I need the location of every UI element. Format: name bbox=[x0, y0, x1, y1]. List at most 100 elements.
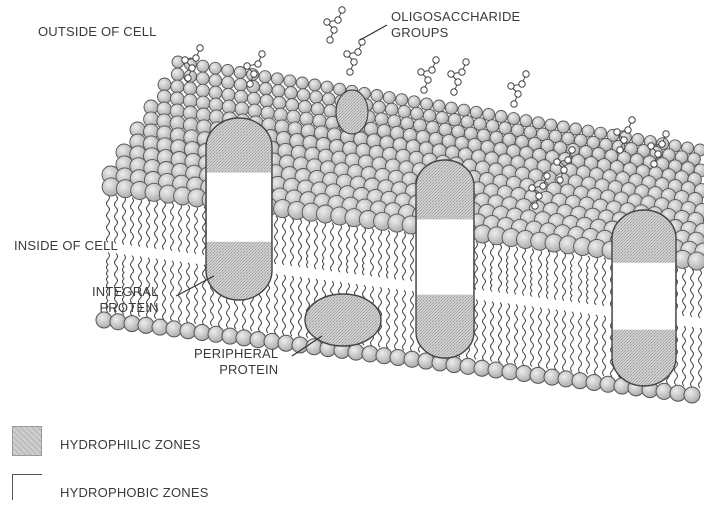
sugar-ring bbox=[347, 69, 353, 75]
lipid-head bbox=[530, 367, 546, 383]
sugar-ring bbox=[540, 183, 546, 189]
lipid-head bbox=[166, 321, 182, 337]
lipid-head bbox=[483, 108, 495, 120]
lipid-head bbox=[138, 317, 154, 333]
peripheral-protein-label: PERIPHERAL PROTEIN bbox=[194, 346, 278, 378]
lipid-head bbox=[516, 366, 532, 382]
lipid-head bbox=[286, 99, 299, 112]
lipid-tail bbox=[411, 291, 414, 351]
lipid-head bbox=[413, 119, 426, 132]
sugar-ring bbox=[565, 157, 571, 163]
lipid-tail bbox=[603, 316, 606, 376]
oligosaccharide-chain bbox=[324, 7, 345, 43]
sugar-ring bbox=[189, 65, 195, 71]
peripheral-protein bbox=[305, 294, 381, 346]
sugar-ring bbox=[655, 151, 661, 157]
sugar-ring bbox=[529, 185, 535, 191]
lipid-head bbox=[572, 373, 588, 389]
lipid-head bbox=[234, 78, 247, 91]
sugar-ring bbox=[421, 87, 427, 93]
integral-protein-left bbox=[206, 118, 272, 300]
lipid-head bbox=[396, 94, 408, 106]
lipid-head bbox=[375, 113, 388, 126]
lipid-tail bbox=[563, 253, 566, 301]
lipid-head bbox=[474, 360, 490, 376]
lipid-head bbox=[297, 89, 310, 102]
hydrophobic-band bbox=[417, 219, 473, 294]
lipid-tail bbox=[107, 195, 110, 243]
sugar-ring bbox=[247, 81, 253, 87]
lipid-head bbox=[362, 346, 378, 362]
lipid-head bbox=[436, 112, 449, 125]
lipid-head bbox=[495, 111, 507, 123]
lipid-tail bbox=[315, 221, 318, 269]
lipid-head bbox=[209, 86, 222, 99]
peripheral-label-line2: PROTEIN bbox=[194, 362, 278, 378]
lipid-head bbox=[411, 107, 424, 120]
oligosaccharide-chain bbox=[344, 39, 365, 75]
lipid-tail bbox=[179, 204, 182, 252]
lipid-tail bbox=[203, 207, 206, 255]
lipid-head bbox=[670, 385, 686, 401]
hydrophobic-swatch bbox=[12, 474, 42, 500]
lipid-head bbox=[311, 103, 324, 116]
lipid-head bbox=[296, 77, 308, 89]
lipid-head bbox=[390, 349, 406, 365]
lipid-head bbox=[656, 383, 672, 399]
lower-leaflet-heads bbox=[96, 312, 700, 403]
inside-of-cell-label: INSIDE OF CELL bbox=[14, 238, 118, 254]
hydrophilic-legend-label: HYDROPHILIC ZONES bbox=[60, 437, 201, 453]
sugar-ring bbox=[359, 39, 365, 45]
lipid-head bbox=[236, 330, 252, 346]
lipid-tail bbox=[579, 313, 582, 373]
lipid-head bbox=[445, 102, 457, 114]
lipid-tail bbox=[555, 310, 558, 370]
sugar-ring bbox=[455, 79, 461, 85]
lipid-head bbox=[388, 115, 401, 128]
sugar-ring bbox=[463, 59, 469, 65]
outside-of-cell-label: OUTSIDE OF CELL bbox=[38, 24, 157, 40]
lipid-head bbox=[299, 101, 312, 114]
lipid-tail bbox=[203, 265, 206, 325]
lipid-tail bbox=[475, 241, 478, 289]
lipid-tail bbox=[475, 299, 478, 359]
sugar-ring bbox=[511, 101, 517, 107]
lipid-tail bbox=[531, 249, 534, 297]
lipid-tail bbox=[691, 269, 694, 317]
lipid-head bbox=[398, 105, 411, 118]
lipid-tail bbox=[299, 219, 302, 267]
oligosaccharide-chain bbox=[508, 71, 529, 107]
lipid-tail bbox=[539, 308, 542, 368]
lipid-head bbox=[209, 62, 221, 74]
sugar-ring bbox=[244, 63, 250, 69]
sugar-ring bbox=[339, 7, 345, 13]
sugar-ring bbox=[651, 161, 657, 167]
lipid-tail bbox=[507, 304, 510, 364]
sugar-ring bbox=[197, 45, 203, 51]
lipid-head bbox=[278, 335, 294, 351]
lipid-tail bbox=[499, 244, 502, 292]
lipid-tail bbox=[603, 258, 606, 306]
lipid-head bbox=[180, 323, 196, 339]
integral-protein-middle bbox=[416, 160, 474, 358]
lipid-tail bbox=[403, 290, 406, 350]
sugar-ring bbox=[425, 77, 431, 83]
lipid-head bbox=[376, 348, 392, 364]
sugar-ring bbox=[185, 75, 191, 81]
lipid-tail bbox=[683, 326, 686, 386]
sugar-ring bbox=[508, 83, 514, 89]
sugar-ring bbox=[621, 137, 627, 143]
lipid-tail bbox=[387, 288, 390, 348]
sugar-ring bbox=[324, 19, 330, 25]
lipid-tail bbox=[507, 246, 510, 294]
sugar-ring bbox=[451, 89, 457, 95]
lipid-head bbox=[194, 324, 210, 340]
lipid-tail bbox=[571, 254, 574, 302]
lipid-head bbox=[408, 96, 420, 108]
lipid-tail bbox=[371, 228, 374, 276]
lipid-tail bbox=[187, 205, 190, 253]
sugar-ring bbox=[557, 177, 563, 183]
integral-protein-leader bbox=[176, 276, 214, 296]
lipid-tail bbox=[283, 217, 286, 265]
lipid-tail bbox=[339, 224, 342, 272]
